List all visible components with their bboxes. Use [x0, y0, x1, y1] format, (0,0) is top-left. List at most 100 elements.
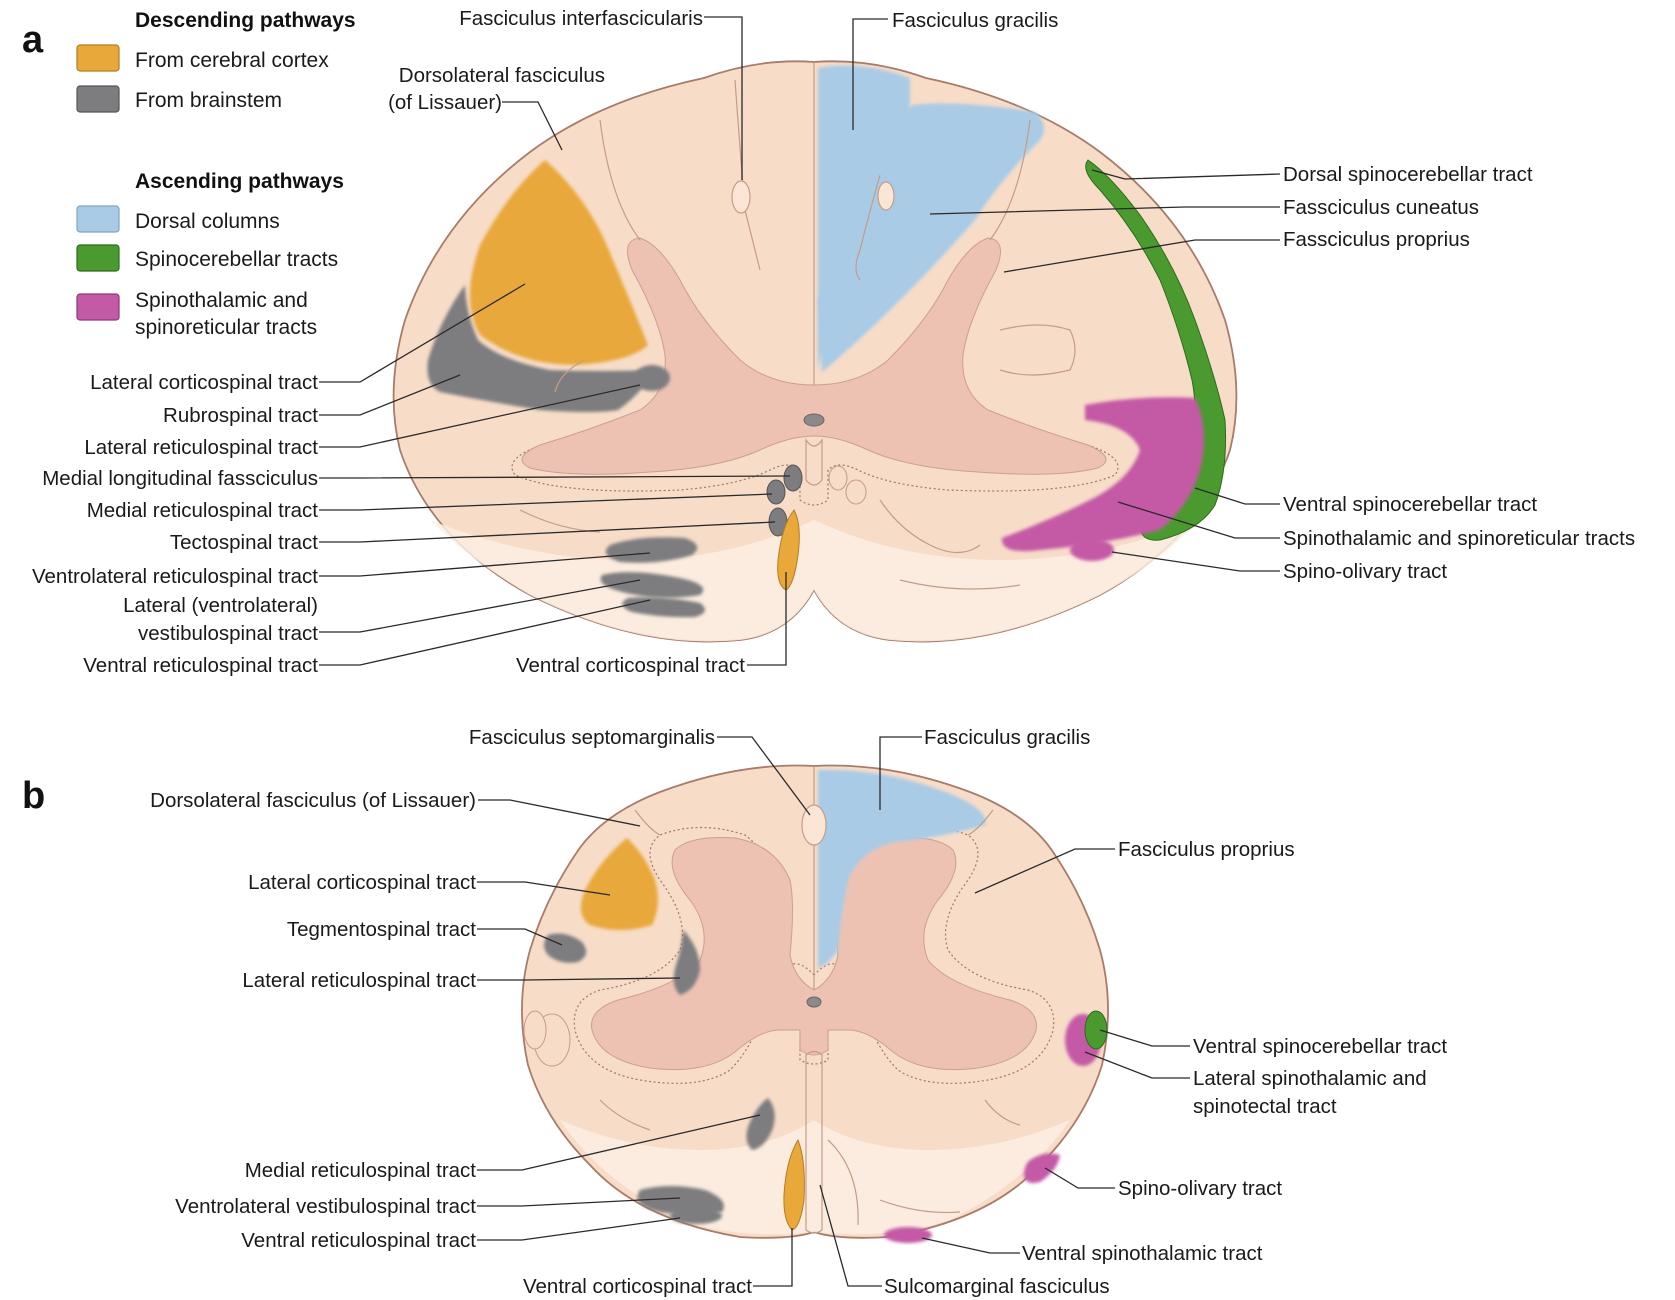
cord-a-lobule-5 — [554, 359, 586, 393]
cord-a-oval-r2 — [828, 465, 848, 491]
label-b-ventral-spinocerebellar: Ventral spinocerebellar tract — [1193, 1035, 1447, 1058]
label-a-lateral-corticospinal: Lateral corticospinal tract — [90, 371, 318, 394]
legend-descending-heading: Descending pathways — [135, 9, 356, 32]
cord-b-sulcomarginal-line — [827, 1139, 859, 1226]
cord-a-medial-longitudinal-fasciculus — [783, 464, 803, 492]
cord-a-ventral-fissure — [805, 438, 823, 486]
legend: Descending pathways From cerebral cortex… — [76, 9, 356, 339]
cord-b-lissauer-line — [634, 809, 661, 836]
label-b-lateral-reticulospinal: Lateral reticulospinal tract — [242, 969, 476, 992]
cord-a-lobule-2 — [879, 499, 981, 554]
cord-a-spino-olivary-tract — [1070, 539, 1114, 561]
cord-a-interfascicular-oval — [731, 180, 751, 214]
cord-b-lobule-1 — [879, 1199, 961, 1214]
label-b-lateral-spinothalamic-line2: spinotectal tract — [1193, 1095, 1337, 1118]
cord-b-lissauer-line-r — [967, 809, 994, 836]
cord-b-lobule-2 — [599, 1099, 651, 1131]
cord-a-oval-r — [877, 181, 895, 211]
cord-a-lobule-3 — [899, 579, 1021, 590]
label-a-rubrospinal: Rubrospinal tract — [163, 404, 318, 427]
cord-b-gray-matter — [591, 837, 1037, 1071]
cord-b-lateral-corticospinal-tract — [581, 838, 658, 930]
label-a-fasciculus-gracilis: Fasciculus gracilis — [892, 9, 1058, 32]
label-b-ventral-spinothalamic: Ventral spinothalamic tract — [1022, 1242, 1263, 1265]
cord-a-central-canal — [803, 413, 825, 427]
label-a-lateral-vestibulospinal-line2: vestibulospinal tract — [138, 622, 318, 645]
label-b-ventral-corticospinal: Ventral corticospinal tract — [523, 1275, 752, 1298]
cord-a-oval-r3 — [845, 479, 867, 505]
cord-a-rubrospinal-tract — [427, 285, 655, 412]
label-b-lateral-corticospinal: Lateral corticospinal tract — [248, 871, 476, 894]
label-b-ventrolateral-vestibulospinal: Ventrolateral vestibulospinal tract — [175, 1195, 476, 1218]
cord-b-ventral-spinocerebellar-tract — [1084, 1010, 1108, 1050]
cord-a-ventrolateral-reticulospinal-tract — [605, 537, 698, 563]
cord-b-central-canal — [806, 996, 822, 1008]
cord-a-lissauer-line — [599, 119, 641, 241]
cord-a-lissauer-line-r — [989, 119, 1031, 241]
cord-b-spino-olivary-tract — [1024, 1153, 1060, 1184]
label-a-lateral-reticulospinal: Lateral reticulospinal tract — [84, 436, 318, 459]
label-a-dorsal-spinocerebellar: Dorsal spinocerebellar tract — [1283, 163, 1533, 186]
label-a-fasciculus-interfascicularis: Fasciculus interfascicularis — [459, 7, 703, 30]
cord-b-fasciculus-gracilis — [818, 769, 986, 968]
label-a-fasciculus-proprius: Fassciculus proprius — [1283, 228, 1470, 251]
panel-b-leaders — [477, 736, 1190, 1287]
cord-a-medial-reticulospinal-tract — [766, 479, 786, 505]
cord-b-ventrolateral-vestibulospinal-tract — [637, 1186, 724, 1215]
label-b-lateral-spinothalamic-line1: Lateral spinothalamic and — [1193, 1067, 1427, 1090]
cord-b — [521, 764, 1109, 1243]
legend-label-spinothalamic-line2: spinoreticular tracts — [135, 316, 317, 339]
cord-b-septomarginal-oval — [801, 804, 827, 846]
cord-b-lobule-3 — [984, 1099, 1021, 1126]
legend-label-dorsal-columns: Dorsal columns — [135, 210, 280, 233]
label-a-medial-longitudinal: Medial longitudinal fassciculus — [42, 467, 318, 490]
legend-label-spinocerebellar: Spinocerebellar tracts — [135, 248, 338, 271]
label-a-spinothalamic-spinoreticular: Spinothalamic and spinoreticular tracts — [1283, 527, 1635, 550]
label-a-dorsolateral-fasciculus-line1: Dorsolateral fasciculus — [399, 64, 605, 87]
cord-b-tegmentospinal-tract — [544, 933, 587, 963]
cord-b-ventral-reticulospinal-tract — [670, 1208, 722, 1224]
panel-a-letter: a — [22, 19, 44, 61]
cord-b-lateral-reticulospinal-tract — [673, 930, 700, 995]
cord-b-ventral-fissure — [805, 1050, 823, 1234]
label-a-dorsolateral-fasciculus-line2: (of Lissauer) — [388, 91, 502, 114]
cord-a-lobule-1 — [999, 324, 1076, 376]
cord-a-lateral-vestibulospinal-tract — [600, 572, 704, 598]
cord-b-oval-l2 — [523, 1010, 547, 1050]
panel-a-leaders — [319, 16, 1281, 666]
label-b-spino-olivary: Spino-olivary tract — [1118, 1177, 1282, 1200]
cord-a-lateral-reticulospinal-tract — [634, 365, 670, 391]
cord-a-lateral-corticospinal-tract — [470, 160, 648, 365]
cord-b-ventral-spinothalamic-tract — [884, 1227, 932, 1243]
label-a-spino-olivary: Spino-olivary tract — [1283, 560, 1447, 583]
legend-swatch-spinocerebellar — [76, 244, 120, 272]
legend-swatch-spinothalamic — [76, 293, 120, 321]
label-a-tectospinal: Tectospinal tract — [170, 531, 318, 554]
legend-label-spinothalamic-line1: Spinothalamic and — [135, 289, 308, 312]
cord-a-ventral-pale — [430, 520, 1200, 642]
legend-swatch-cortex — [76, 44, 120, 72]
label-a-ventral-reticulospinal: Ventral reticulospinal tract — [83, 654, 318, 677]
label-a-fasciculus-cuneatus: Fassciculus cuneatus — [1283, 196, 1479, 219]
label-b-fasciculus-gracilis: Fasciculus gracilis — [924, 726, 1090, 749]
legend-ascending-heading: Ascending pathways — [135, 170, 344, 193]
cord-a — [392, 60, 1238, 643]
label-b-tegmentospinal: Tegmentospinal tract — [287, 918, 476, 941]
label-b-fasciculus-septomarginalis: Fasciculus septomarginalis — [469, 726, 715, 749]
cord-a-fasciculus-cuneatus — [818, 103, 1044, 372]
label-a-ventrolateral-reticulospinal: Ventrolateral reticulospinal tract — [32, 565, 318, 588]
label-b-ventral-reticulospinal: Ventral reticulospinal tract — [241, 1229, 476, 1252]
panel-b-labels: Fasciculus septomarginalis Fasciculus gr… — [150, 726, 1447, 1298]
panel-b-letter: b — [22, 775, 45, 817]
cord-a-septum-line-2 — [855, 174, 881, 281]
label-a-ventral-spinocerebellar: Ventral spinocerebellar tract — [1283, 493, 1537, 516]
legend-label-cortex: From cerebral cortex — [135, 49, 329, 72]
panel-a-labels: Fasciculus interfascicularis Fasciculus … — [32, 7, 1635, 677]
label-a-lateral-vestibulospinal-line1: Lateral (ventrolateral) — [123, 594, 318, 617]
cord-b-proprius-ring — [573, 826, 1055, 1084]
cord-b-medial-reticulospinal-tract — [746, 1098, 775, 1150]
label-b-medial-reticulospinal: Medial reticulospinal tract — [245, 1159, 477, 1182]
legend-swatch-brainstem — [76, 85, 120, 113]
legend-swatch-dorsal-columns — [76, 205, 120, 233]
